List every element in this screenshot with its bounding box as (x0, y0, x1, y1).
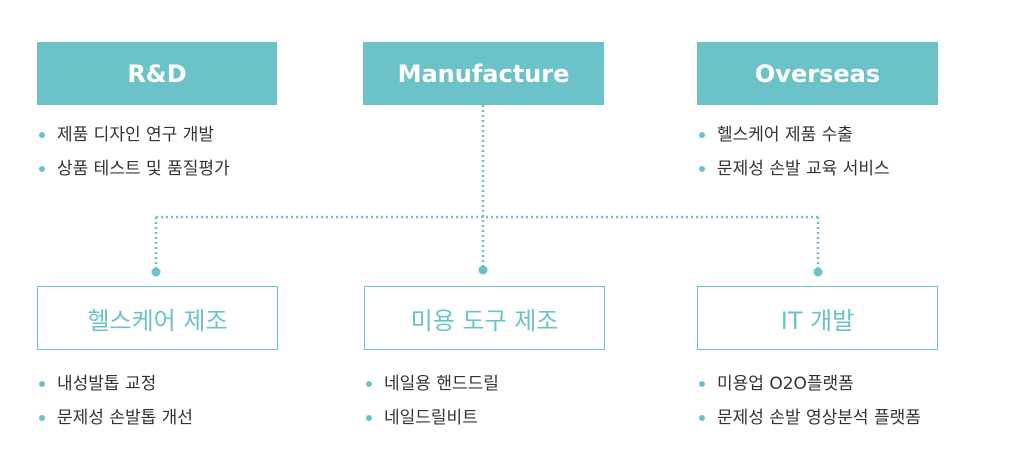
list-item: 상품 테스트 및 품질평가 (37, 152, 230, 186)
connector-dot-center (478, 265, 488, 275)
it-development-list: 미용업 O2O플랫폼 문제성 손발 영상분석 플랫폼 (697, 367, 921, 435)
list-item: 내성발톱 교정 (37, 367, 193, 401)
beauty-tools-manufacturing-box: 미용 도구 제조 (364, 286, 605, 350)
list-item: 네일용 핸드드릴 (364, 367, 499, 401)
healthcare-manufacturing-title: 헬스케어 제조 (87, 306, 228, 335)
it-development-box: IT 개발 (697, 286, 938, 350)
rnd-title: R&D (127, 59, 187, 88)
it-development-title: IT 개발 (780, 306, 855, 335)
rnd-box: R&D (37, 42, 277, 105)
manufacture-box: Manufacture (363, 42, 604, 105)
list-item: 미용업 O2O플랫폼 (697, 367, 921, 401)
healthcare-manufacturing-list: 내성발톱 교정 문제성 손발톱 개선 (37, 367, 193, 435)
overseas-list: 헬스케어 제품 수출 문제성 손발 교육 서비스 (697, 118, 890, 186)
rnd-list: 제품 디자인 연구 개발 상품 테스트 및 품질평가 (37, 118, 230, 186)
manufacture-title: Manufacture (397, 59, 570, 88)
list-item: 문제성 손발톱 개선 (37, 401, 193, 435)
list-item: 문제성 손발 영상분석 플랫폼 (697, 401, 921, 435)
connector-dot-right (813, 267, 823, 277)
overseas-box: Overseas (697, 42, 938, 105)
list-item: 문제성 손발 교육 서비스 (697, 152, 890, 186)
list-item: 제품 디자인 연구 개발 (37, 118, 230, 152)
list-item: 네일드릴비트 (364, 401, 499, 435)
connector-dot-left (151, 267, 161, 277)
beauty-tools-manufacturing-title: 미용 도구 제조 (410, 306, 559, 335)
list-item: 헬스케어 제품 수출 (697, 118, 890, 152)
healthcare-manufacturing-box: 헬스케어 제조 (37, 286, 278, 350)
beauty-tools-list: 네일용 핸드드릴 네일드릴비트 (364, 367, 499, 435)
overseas-title: Overseas (754, 59, 881, 88)
